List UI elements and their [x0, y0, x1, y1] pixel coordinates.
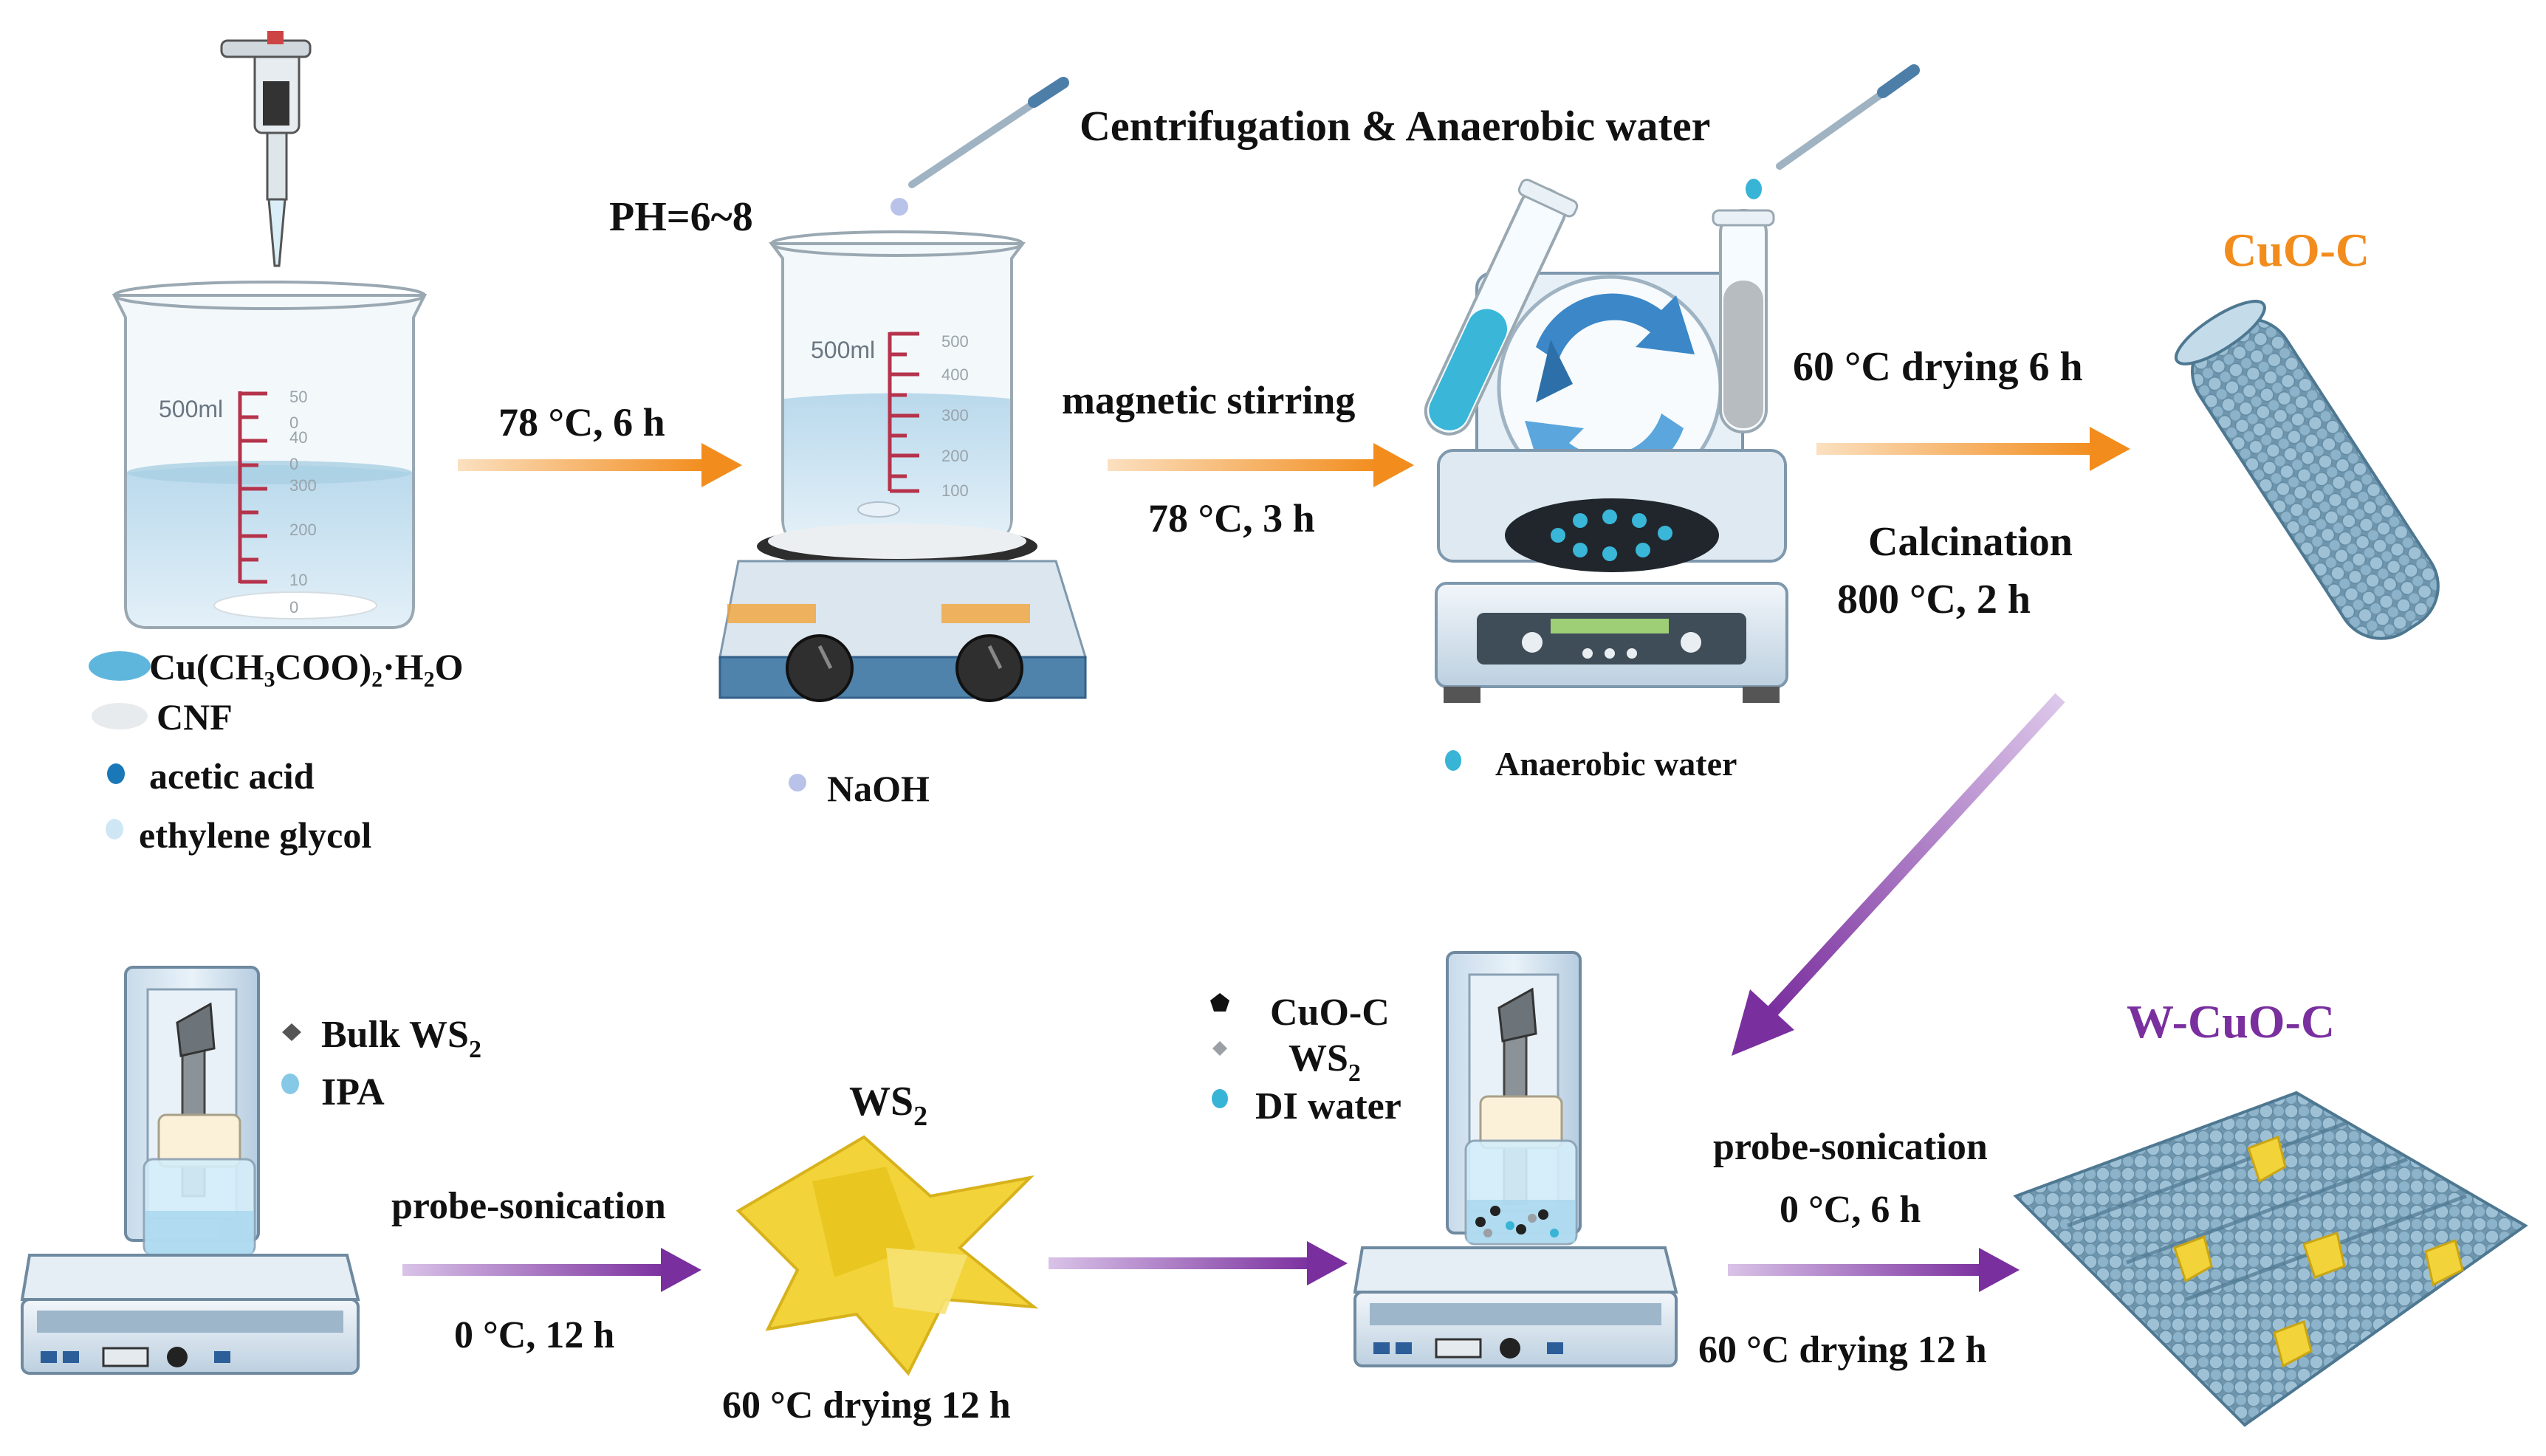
cuo-c-title: CuO-C [2223, 224, 2370, 276]
probe-sonicator-2 [1353, 951, 1678, 1367]
anaerobic-water-icon [1445, 750, 1461, 771]
beaker-1-tick: 300 [289, 476, 317, 495]
w-cuo-c-composite [2013, 1091, 2528, 1427]
arrow-step-2: magnetic stirring 78 °C, 3 h [1062, 378, 1414, 540]
beaker-2-tick: 400 [941, 365, 969, 384]
beaker-1-tick: 200 [289, 521, 317, 539]
legend-copper-acetate: Cu(CH₃COO)₂·H₂O [149, 646, 464, 687]
arrow-step-3: 60 °C drying 6 h Calcination 800 °C, 2 h [1793, 344, 2130, 622]
naoh-icon [789, 774, 806, 791]
centrifuge [1424, 179, 1788, 703]
w-cuo-c-title: W-CuO-C [2127, 995, 2335, 1048]
beaker-1-tick: 0 [289, 455, 298, 473]
bulk-ws2-icon [282, 1023, 301, 1041]
final-drying-label: 60 °C drying 12 h [1698, 1329, 1987, 1371]
sonication-step-1: probe-sonication [391, 1185, 666, 1227]
beaker-1: 500ml 50 0 40 0 300 200 10 0 [111, 281, 428, 629]
ws2-icon [1212, 1041, 1227, 1056]
calcination-conditions: 800 °C, 2 h [1837, 577, 2031, 622]
step-2-method: magnetic stirring [1062, 378, 1355, 422]
acetic-acid-icon [107, 763, 125, 784]
cnf-icon [92, 703, 148, 729]
legend-cnf: CNF [157, 696, 233, 738]
dispersion-legend: CuO-C WS2 DI water [1210, 992, 1401, 1127]
naoh-label: NaOH [827, 768, 930, 809]
arrow-to-sonication [1732, 693, 2065, 1056]
legend-acetic-acid: acetic acid [149, 755, 315, 797]
magnetic-stirrer: 500ml 500 400 300 200 100 [718, 230, 1088, 702]
centrifugation-title: Centrifugation & Anaerobic water [1080, 102, 1710, 150]
arrow-bottom-1: probe-sonication 0 °C, 12 h [391, 1185, 701, 1356]
anaerobic-water-label: Anaerobic water [1495, 745, 1737, 783]
ipa-icon [281, 1074, 299, 1094]
dropper-icon [891, 77, 1069, 216]
beaker-2-tick: 100 [941, 481, 969, 500]
legend-bulk-ws2: Bulk WS2 [321, 1014, 481, 1063]
cuo-c-fiber [2174, 300, 2440, 640]
probe-sonicator-1 [20, 966, 360, 1375]
beaker-2-volume: 500ml [811, 337, 875, 363]
arrow-bottom-3: probe-sonication 0 °C, 6 h 60 °C drying … [1698, 1126, 2020, 1371]
reagent-legend: Cu(CH₃COO)₂·H₂O CNF acetic acid ethylene… [89, 646, 464, 856]
ethylene-glycol-icon [106, 819, 123, 839]
dropper-icon [1746, 64, 1920, 199]
arrow-bottom-2 [1049, 1241, 1348, 1285]
ph-label: PH=6~8 [609, 194, 753, 240]
beaker-2-tick: 200 [941, 447, 969, 465]
legend-di-water: DI water [1255, 1085, 1401, 1127]
copper-acetate-icon [89, 651, 151, 681]
legend-ethylene-glycol: ethylene glycol [139, 814, 371, 856]
cuo-c-icon [1210, 993, 1229, 1012]
sonication-step-1-conditions: 0 °C, 12 h [454, 1314, 614, 1356]
beaker-1-tick: 0 [289, 413, 298, 432]
bulk-ws2-legend: Bulk WS2 IPA [281, 1014, 481, 1113]
ws2-drying-label: 60 °C drying 12 h [722, 1384, 1011, 1426]
pipette-icon [220, 31, 312, 319]
ws2-title: WS2 [849, 1079, 927, 1132]
calcination-label: Calcination [1868, 519, 2073, 565]
legend-cuo-c: CuO-C [1270, 992, 1390, 1034]
beaker-1-tick: 10 [289, 571, 307, 589]
arrow-step-1: 78 °C, 6 h [458, 400, 742, 487]
beaker-1-tick: 40 [289, 428, 307, 447]
step-2-conditions: 78 °C, 3 h [1148, 496, 1315, 540]
beaker-1-tick: 50 [289, 388, 307, 406]
ws2-flakes [735, 1135, 1039, 1376]
beaker-1-volume: 500ml [159, 396, 223, 422]
beaker-2-tick: 300 [941, 406, 969, 425]
sonication-step-2-conditions: 0 °C, 6 h [1780, 1189, 1921, 1231]
step-1-conditions: 78 °C, 6 h [498, 400, 665, 444]
drying-step-label: 60 °C drying 6 h [1793, 344, 2083, 390]
beaker-1-tick: 0 [289, 598, 298, 617]
legend-ipa: IPA [321, 1071, 385, 1113]
di-water-icon [1212, 1089, 1228, 1108]
legend-ws2: WS2 [1289, 1037, 1361, 1087]
sonication-step-2: probe-sonication [1713, 1126, 1988, 1168]
beaker-2-tick: 500 [941, 332, 969, 351]
